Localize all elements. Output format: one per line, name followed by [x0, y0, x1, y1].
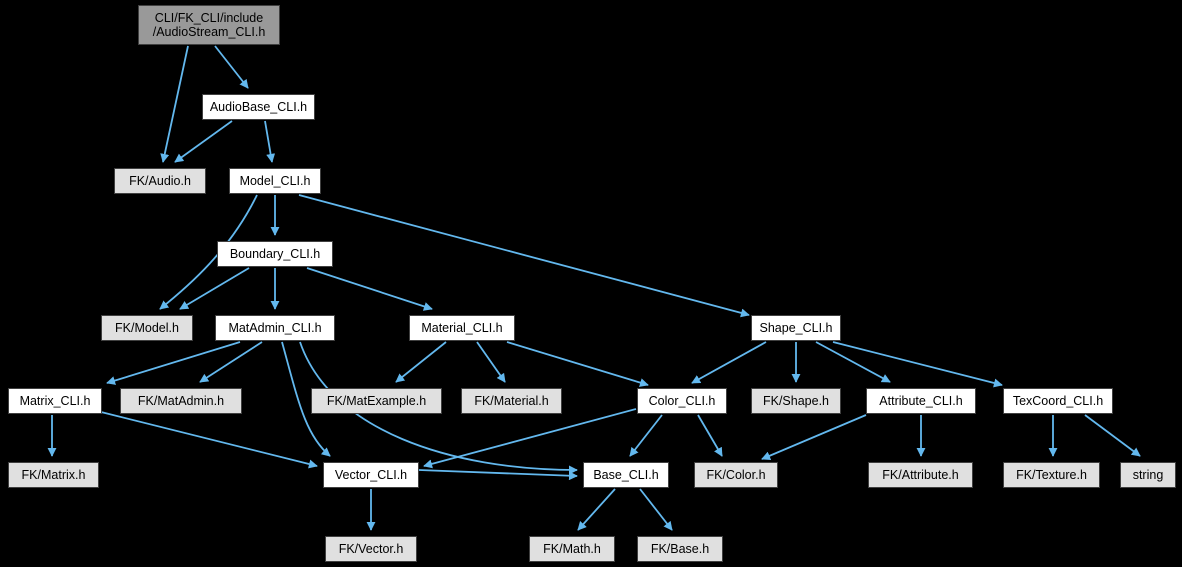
graph-node-fkcolor[interactable]: FK/Color.h [694, 462, 778, 488]
graph-node-vector_cli[interactable]: Vector_CLI.h [323, 462, 419, 488]
graph-node-matadmin_cli[interactable]: MatAdmin_CLI.h [215, 315, 335, 341]
graph-node-fkmatadmin[interactable]: FK/MatAdmin.h [120, 388, 242, 414]
graph-node-texcoord_cli[interactable]: TexCoord_CLI.h [1003, 388, 1113, 414]
graph-node-color_cli[interactable]: Color_CLI.h [637, 388, 727, 414]
edge-audiobase-to-fkaudio [174, 120, 233, 163]
graph-node-fkaudio[interactable]: FK/Audio.h [114, 168, 206, 194]
edge-shape_cli-to-texcoord_cli [832, 341, 1003, 388]
edge-root-to-audiobase [214, 45, 249, 89]
graph-node-fkvector[interactable]: FK/Vector.h [325, 536, 417, 562]
edge-base_cli-to-fkbase [639, 488, 673, 531]
graph-node-fkmodel[interactable]: FK/Model.h [101, 315, 193, 341]
edge-audiobase-to-model_cli [264, 120, 276, 163]
graph-node-material_cli[interactable]: Material_CLI.h [409, 315, 515, 341]
graph-node-matrix_cli[interactable]: Matrix_CLI.h [8, 388, 102, 414]
edge-model_cli-to-fkmodel [159, 194, 258, 310]
graph-node-base_cli[interactable]: Base_CLI.h [583, 462, 669, 488]
edge-material_cli-to-fkmatexample [395, 341, 447, 383]
edge-root-to-fkaudio [160, 45, 189, 163]
edge-vector_cli-to-base_cli [418, 469, 578, 481]
graph-node-fkmatrix[interactable]: FK/Matrix.h [8, 462, 99, 488]
edge-color_cli-to-base_cli [629, 414, 663, 457]
edge-boundary-to-material_cli [306, 267, 433, 311]
edge-shape_cli-to-attribute_cli [815, 341, 891, 383]
graph-node-root[interactable]: CLI/FK_CLI/include /AudioStream_CLI.h [138, 5, 280, 45]
graph-node-fkmath[interactable]: FK/Math.h [529, 536, 615, 562]
edge-matadmin_cli-to-vector_cli [281, 341, 331, 457]
edge-shape_cli-to-color_cli [691, 341, 767, 384]
graph-node-model_cli[interactable]: Model_CLI.h [229, 168, 321, 194]
edge-group [47, 45, 1141, 531]
graph-node-audiobase[interactable]: AudioBase_CLI.h [202, 94, 315, 120]
edge-texcoord_cli-to-string [1084, 414, 1141, 457]
edge-matadmin_cli-to-matrix_cli [106, 341, 241, 385]
graph-node-boundary[interactable]: Boundary_CLI.h [217, 241, 333, 267]
edge-model_cli-to-shape_cli [298, 194, 750, 318]
edge-matadmin_cli-to-fkmatadmin [199, 341, 263, 383]
edge-material_cli-to-color_cli [506, 341, 649, 387]
edge-material_cli-to-fkmaterial [476, 341, 506, 383]
edge-color_cli-to-fkcolor [697, 414, 723, 457]
edge-base_cli-to-fkmath [577, 488, 616, 531]
edge-boundary-to-fkmodel [179, 267, 250, 310]
edge-color_cli-to-vector_cli [423, 408, 637, 469]
edge-attribute_cli-to-fkcolor [761, 414, 867, 460]
graph-node-fkshape[interactable]: FK/Shape.h [751, 388, 841, 414]
graph-node-fktexture[interactable]: FK/Texture.h [1003, 462, 1100, 488]
graph-node-fkmatexample[interactable]: FK/MatExample.h [311, 388, 442, 414]
graph-node-string[interactable]: string [1120, 462, 1176, 488]
graph-node-shape_cli[interactable]: Shape_CLI.h [751, 315, 841, 341]
graph-node-fkmaterial[interactable]: FK/Material.h [461, 388, 562, 414]
graph-node-attribute_cli[interactable]: Attribute_CLI.h [866, 388, 976, 414]
graph-node-fkattribute[interactable]: FK/Attribute.h [868, 462, 973, 488]
edge-matrix_cli-to-vector_cli [100, 411, 318, 469]
edge-matadmin_cli-to-base_cli [299, 341, 578, 475]
graph-node-fkbase[interactable]: FK/Base.h [637, 536, 723, 562]
